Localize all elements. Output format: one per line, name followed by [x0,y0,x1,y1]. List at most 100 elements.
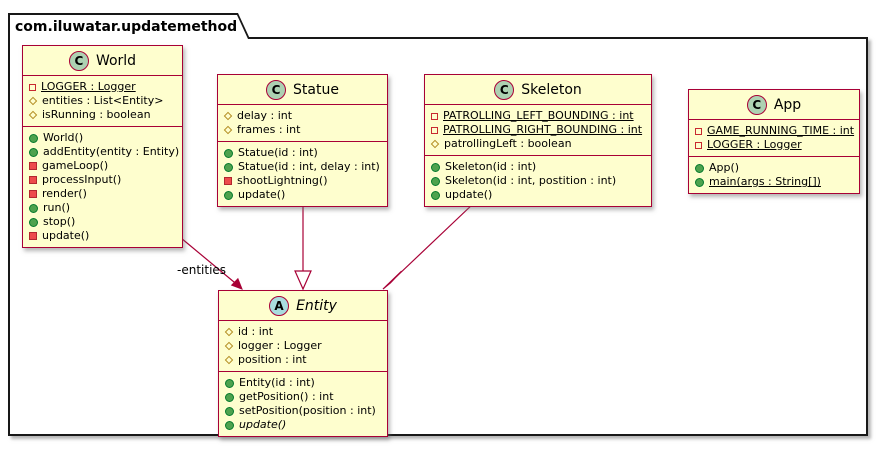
class-name: World [95,52,137,69]
member-row: setPosition(position : int) [225,404,381,418]
methods-compartment: Statue(id : int)Statue(id : int, delay :… [218,142,387,206]
method-public-icon [225,378,234,388]
field-protected-icon [430,139,440,149]
member-row: Skeleton(id : int) [431,160,645,174]
class-circle-icon: C [746,94,767,115]
class-circle-icon: C [266,79,287,100]
member-text: update() [238,188,286,201]
member-text: main(args : String[]) [709,175,821,188]
class-box-skeleton: C Skeleton PATROLLING_LEFT_BOUNDING : in… [424,74,652,207]
member-text: shootLightning() [237,174,328,187]
member-text: run() [43,201,71,214]
field-private-icon [695,141,702,149]
member-text: Statue(id : int, delay : int) [238,160,380,173]
methods-compartment: World()addEntity(entity : Entity)gameLoo… [23,127,182,247]
member-row: PATROLLING_RIGHT_BOUNDING : int [431,123,645,137]
member-row: update() [431,188,645,202]
member-row: Statue(id : int, delay : int) [224,160,381,174]
method-public-icon [224,190,233,200]
field-protected-icon [224,327,234,337]
member-row: update() [225,418,381,432]
member-row: Entity(id : int) [225,376,381,390]
member-text: setPosition(position : int) [239,404,376,417]
field-protected-icon [28,96,38,106]
class-header-skeleton: C Skeleton [425,75,651,105]
class-name: Statue [293,81,339,98]
member-row: Statue(id : int) [224,146,381,160]
field-protected-icon [223,125,233,135]
method-public-icon [225,406,234,416]
member-row: PATROLLING_LEFT_BOUNDING : int [431,109,645,123]
method-public-icon [431,190,440,200]
member-row: patrollingLeft : boolean [430,137,645,151]
member-text: entities : List<Entity> [42,94,164,107]
method-private-icon [29,232,37,240]
class-name: Entity [296,297,337,314]
member-text: GAME_RUNNING_TIME : int [707,124,855,137]
member-row: isRunning : boolean [28,108,176,122]
member-text: frames : int [237,123,301,136]
association-label-entities: -entities [177,263,227,277]
field-private-icon [695,127,702,135]
class-header-app: C App [689,90,859,120]
member-row: App() [695,161,853,175]
method-public-icon [695,163,704,173]
member-row: id : int [224,325,381,339]
member-row: GAME_RUNNING_TIME : int [695,124,855,138]
member-row: getPosition() : int [225,390,381,404]
member-row: gameLoop() [29,159,176,173]
method-private-icon [29,190,37,198]
member-text: update() [239,418,287,431]
member-text: update() [445,188,493,201]
methods-compartment: App()main(args : String[]) [689,157,859,193]
method-public-icon [225,420,234,430]
member-row: update() [224,188,381,202]
member-row: delay : int [223,109,381,123]
package-title: com.iluwatar.updatemethod [10,15,248,39]
member-text: stop() [43,215,76,228]
field-private-icon [431,112,438,120]
method-public-icon [431,176,440,186]
member-row: LOGGER : Logger [695,138,853,152]
member-row: main(args : String[]) [695,175,853,189]
member-text: logger : Logger [238,339,322,352]
method-public-icon [225,392,234,402]
class-header-world: C World [23,46,182,76]
member-text: gameLoop() [42,159,109,172]
member-text: update() [42,229,90,242]
member-row: stop() [29,215,176,229]
member-text: Skeleton(id : int, postition : int) [445,174,617,187]
member-row: frames : int [223,123,381,137]
member-text: getPosition() : int [239,390,334,403]
member-text: delay : int [237,109,293,122]
member-row: World() [29,131,176,145]
member-text: addEntity(entity : Entity) [43,145,180,158]
member-text: Skeleton(id : int) [445,160,537,173]
member-row: run() [29,201,176,215]
member-row: position : int [224,353,381,367]
member-text: isRunning : boolean [42,108,151,121]
field-protected-icon [28,110,38,120]
member-text: LOGGER : Logger [707,138,802,151]
field-protected-icon [224,355,234,365]
class-circle-icon: C [494,79,515,100]
member-row: shootLightning() [224,174,381,188]
package-tab: com.iluwatar.updatemethod [8,13,250,39]
methods-compartment: Skeleton(id : int)Skeleton(id : int, pos… [425,156,651,206]
field-protected-icon [224,341,234,351]
member-row: processInput() [29,173,176,187]
member-text: PATROLLING_LEFT_BOUNDING : int [443,109,634,122]
member-text: id : int [238,325,274,338]
class-header-statue: C Statue [218,75,387,105]
class-header-entity: A Entity [219,291,387,321]
member-text: Entity(id : int) [239,376,315,389]
member-text: patrollingLeft : boolean [444,137,572,150]
